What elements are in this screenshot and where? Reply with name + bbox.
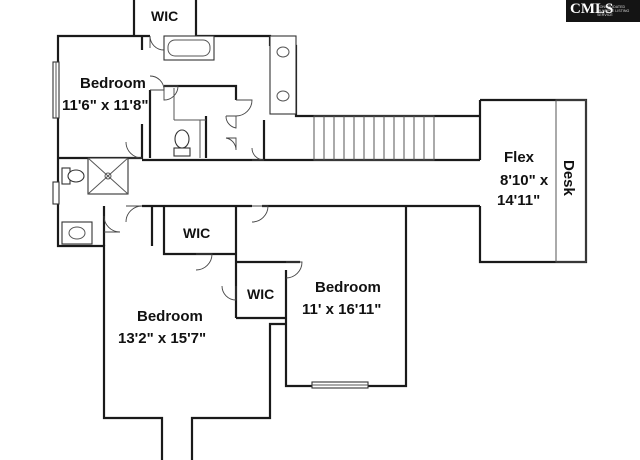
label-flex-name: Flex [504, 149, 535, 166]
toilet [173, 129, 191, 157]
window-west [52, 181, 60, 205]
label-wic-small: WIC [247, 286, 275, 302]
label-bedroom-nw-name: Bedroom [80, 75, 146, 92]
bedroom-se-walls [284, 206, 408, 388]
cmls-logo: CMLS CONSOLIDATED MULTIPLE LISTING SERVI… [566, 0, 640, 22]
desk [555, 99, 587, 263]
vanity-double-sink [269, 35, 297, 115]
label-bedroom-nw-dims: 11'6" x 11'8" [62, 97, 149, 114]
logo-tagline: CONSOLIDATED MULTIPLE LISTING SERVICE [597, 5, 630, 18]
hallway-walls [142, 158, 480, 208]
closet-rods [173, 88, 206, 158]
label-desk: Desk [560, 160, 577, 196]
label-flex-dims-2: 14'11" [497, 192, 541, 209]
label-bedroom-se-dims: 11' x 16'11" [302, 301, 382, 318]
logo-mark: CMLS [570, 1, 614, 17]
label-bedroom-se-name: Bedroom [315, 279, 381, 296]
upper-walls [270, 44, 480, 118]
label-bedroom-sw-dims: 13'2" x 15'7" [118, 330, 207, 347]
label-bedroom-sw-name: Bedroom [137, 308, 203, 325]
label-wic-mid: WIC [183, 225, 211, 241]
label-flex-dims-1: 8'10" x [500, 172, 549, 189]
toilet-west [61, 167, 85, 185]
shower [87, 157, 129, 195]
sink-west [61, 221, 93, 245]
bathtub [163, 35, 215, 61]
staircase [313, 115, 435, 161]
label-wic-top: WIC [151, 8, 179, 24]
